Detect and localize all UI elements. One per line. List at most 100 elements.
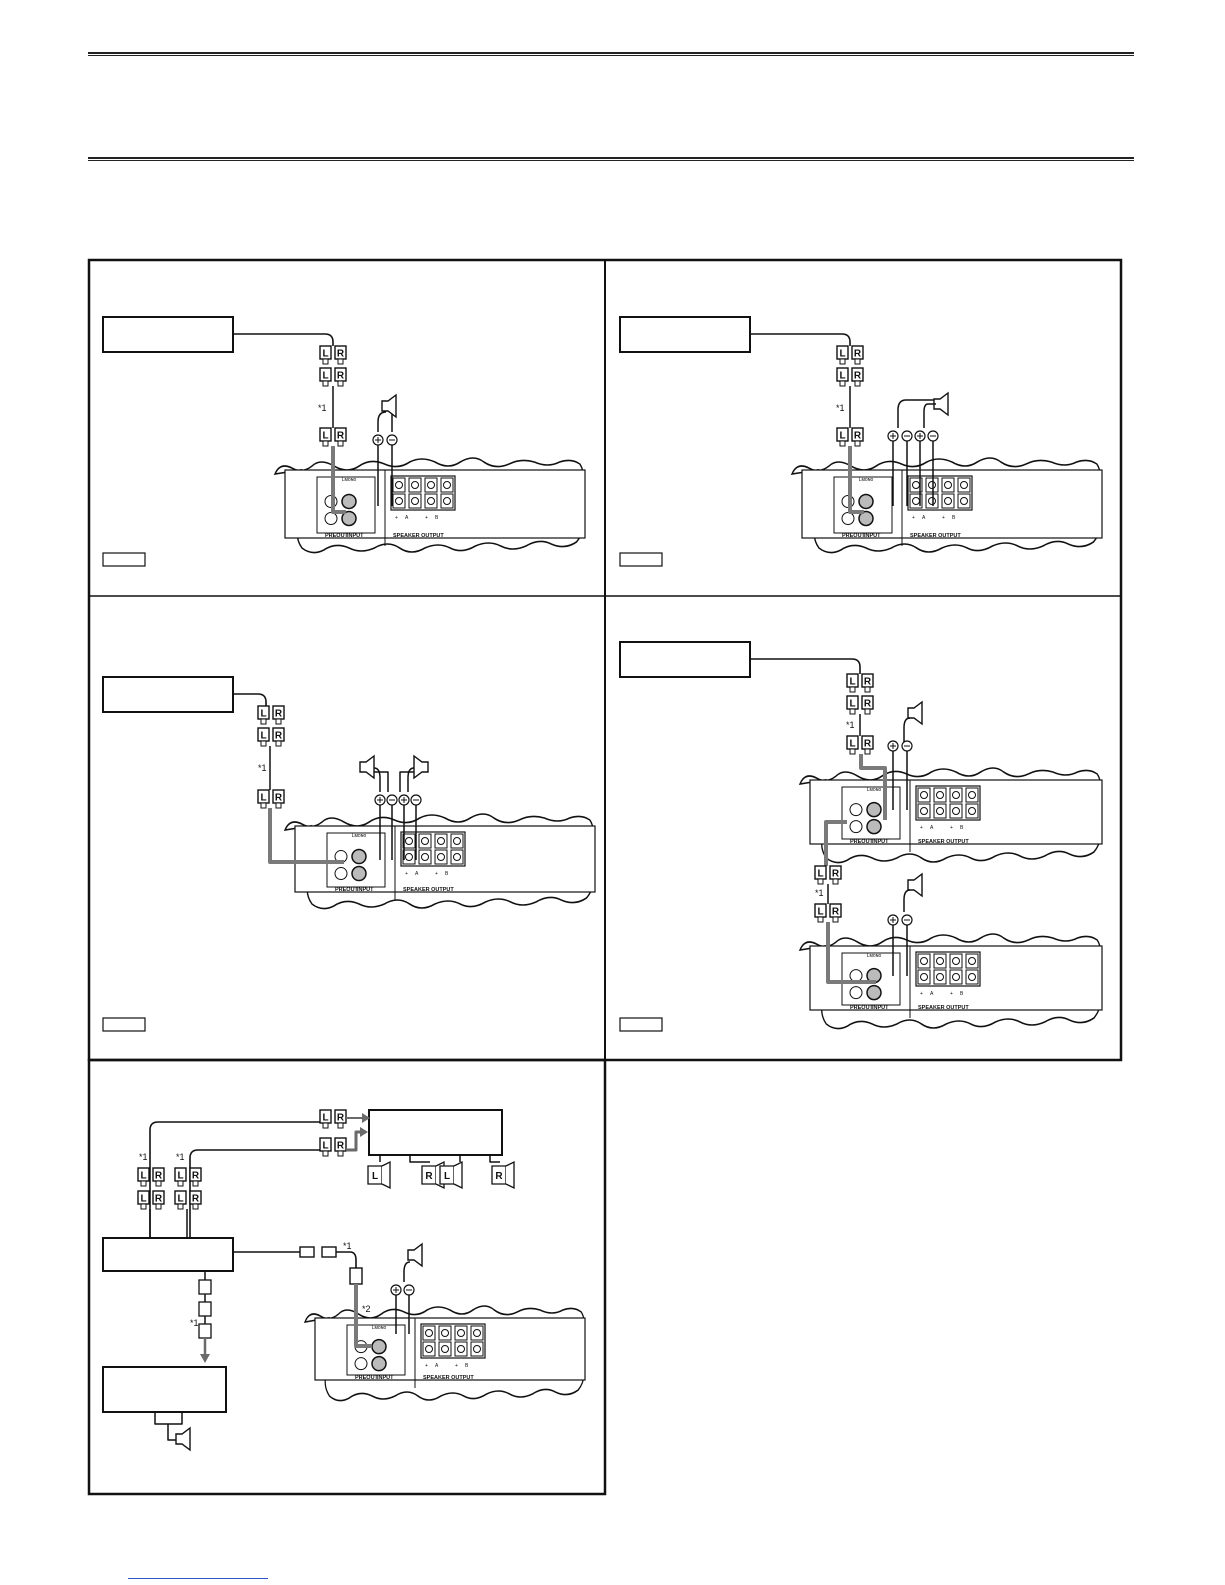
- terminal-screw: [952, 791, 960, 799]
- terminal-screw: [457, 1345, 465, 1353]
- channel-right-label: R: [192, 1171, 200, 1182]
- rca-plug-tip: [192, 1203, 199, 1210]
- speaker-cone: [453, 1160, 463, 1190]
- wire: [903, 717, 911, 742]
- input-panel-mark: Lᴍᴏɴᴏ: [372, 1325, 387, 1331]
- channel-left-label: L: [849, 677, 855, 688]
- speaker-icon: [907, 700, 923, 726]
- rca-plug-tip: [260, 802, 267, 809]
- channel-left-label: L: [322, 1141, 328, 1152]
- terminal-screw: [912, 497, 920, 505]
- terminal-sub-label: B: [465, 1363, 469, 1369]
- terminal-screw: [968, 791, 976, 799]
- channel-right-label: R: [854, 371, 862, 382]
- channel-right-label: R: [275, 709, 283, 720]
- channel-right-label: R: [275, 731, 283, 742]
- terminal-sub-label: +: [912, 515, 915, 521]
- terminal-screw: [968, 957, 976, 965]
- speaker-output-label: SPEAKER OUTPUT: [918, 1005, 969, 1011]
- signal-cable: [354, 1284, 372, 1348]
- terminal-sub-label: +: [920, 825, 923, 831]
- rca-plug-tip: [337, 358, 344, 365]
- plus-terminal-icon: [887, 914, 899, 926]
- terminal-screw: [443, 481, 451, 489]
- channel-right-label: R: [155, 1194, 163, 1205]
- terminal-screw: [473, 1329, 481, 1337]
- plus-terminal-icon: [372, 434, 384, 446]
- terminal-sub-label: +: [455, 1363, 458, 1369]
- terminal-screw: [960, 481, 968, 489]
- terminal-screw: [425, 1329, 433, 1337]
- terminal-sub-label: B: [960, 991, 964, 997]
- channel-left-label: L: [260, 731, 266, 742]
- channel-right-label: R: [337, 431, 345, 442]
- channel-right-label: R: [864, 677, 872, 688]
- terminal-screw: [441, 1345, 449, 1353]
- channel-left-label: L: [260, 793, 266, 804]
- wire: [374, 771, 389, 792]
- input-jack: [341, 510, 357, 527]
- input-jack: [371, 1355, 387, 1372]
- terminal-screw: [928, 481, 936, 489]
- input-panel-mark: Lᴍᴏɴᴏ: [859, 477, 874, 483]
- rca-plug-icon: [349, 1267, 363, 1285]
- rca-plug-tip: [337, 380, 344, 387]
- channel-right-label: R: [864, 699, 872, 710]
- minus-terminal-icon: [410, 794, 422, 806]
- channel-left-label: L: [260, 709, 266, 720]
- channel-right-label: R: [337, 1141, 345, 1152]
- channel-left-label: L: [839, 431, 845, 442]
- speaker-icon: [359, 754, 375, 780]
- channel-left-label: L: [177, 1194, 183, 1205]
- note-marker: *1: [318, 403, 327, 413]
- rca-plug-tip: [192, 1180, 199, 1187]
- channel-left-label: L: [839, 371, 845, 382]
- input-panel-mark: Lᴍᴏɴᴏ: [352, 833, 367, 839]
- terminal-sub-label: +: [425, 515, 428, 521]
- plus-terminal-icon: [374, 794, 386, 806]
- speaker-right: R: [491, 1160, 515, 1190]
- speaker-left: L: [439, 1160, 463, 1190]
- input-section: [833, 476, 893, 534]
- minus-terminal-icon: [386, 794, 398, 806]
- preout-jack: [849, 820, 863, 834]
- rca-plug-tip: [849, 748, 856, 755]
- sub-unit-box: [102, 1366, 227, 1413]
- input-panel-mark: Lᴍᴏɴᴏ: [867, 787, 882, 793]
- top-rule: [88, 52, 1134, 56]
- input-jack: [866, 818, 882, 835]
- head-unit-box: [102, 676, 234, 713]
- terminal-screw: [421, 837, 429, 845]
- channel-left-label: L: [322, 1113, 328, 1124]
- speaker-channel-label: R: [425, 1171, 433, 1182]
- terminal-screw: [411, 497, 419, 505]
- preout-label: PREOUT: [335, 887, 359, 893]
- rca-plug-tip: [275, 718, 282, 725]
- terminal-screw: [473, 1345, 481, 1353]
- terminal-screw: [421, 853, 429, 861]
- speaker-icon: [175, 1426, 191, 1452]
- terminal-screw: [441, 1329, 449, 1337]
- terminal-screw: [405, 837, 413, 845]
- note-marker: *1: [343, 1241, 352, 1251]
- input-jack: [866, 984, 882, 1001]
- input-jack: [351, 848, 367, 865]
- diagram-frame-bottom: [87, 1058, 607, 1496]
- channel-right-label: R: [275, 793, 283, 804]
- input-panel-mark: Lᴍᴏɴᴏ: [342, 477, 357, 483]
- terminal-screw: [936, 973, 944, 981]
- terminal-screw: [453, 837, 461, 845]
- preout-label: PREOUT: [850, 1005, 874, 1011]
- rca-plug-icon: [299, 1246, 315, 1258]
- section-rule: [88, 157, 1134, 161]
- channel-right-label: R: [854, 431, 862, 442]
- plus-terminal-icon: [887, 740, 899, 752]
- terminal-screw: [437, 853, 445, 861]
